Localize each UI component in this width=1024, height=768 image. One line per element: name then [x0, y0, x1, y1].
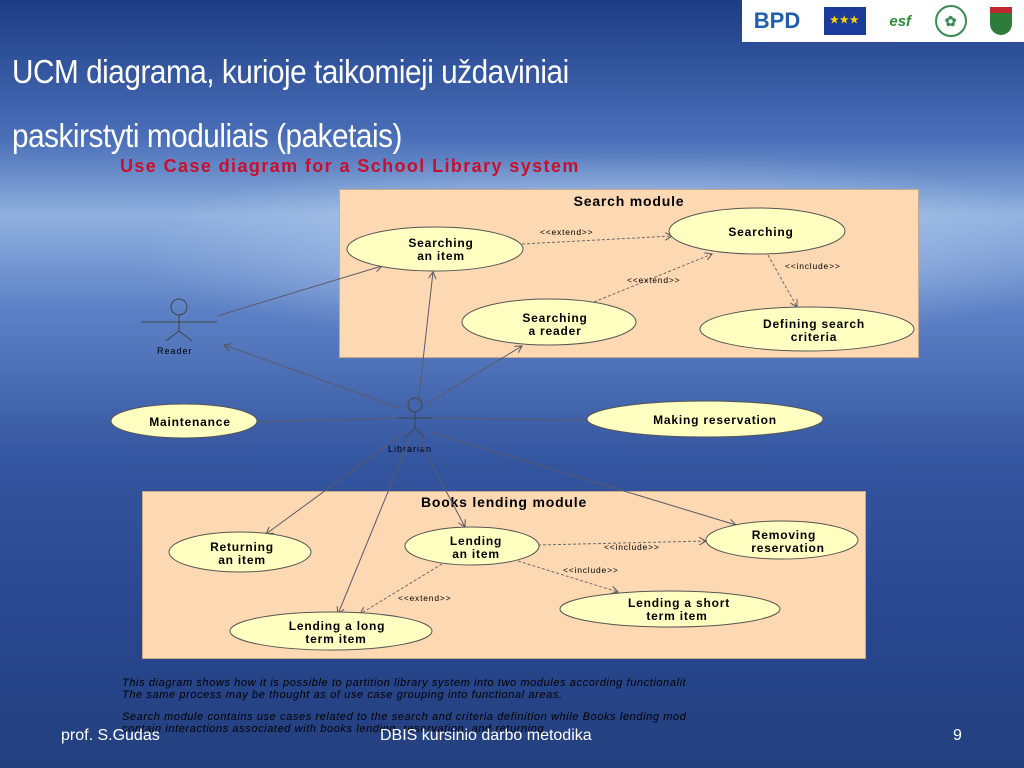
assoc-librarian-searching-item: [417, 272, 433, 406]
svg-text:an item: an item: [417, 249, 465, 263]
description-line-2: The same process may be thought as of us…: [122, 689, 563, 701]
assoc-librarian-returning: [266, 431, 406, 534]
svg-text:Making reservation: Making reservation: [653, 413, 777, 427]
include-label-2: <<include>>: [604, 542, 660, 552]
slide-title-line2: paskirstyti moduliais (paketais): [12, 117, 402, 154]
svg-text:Maintenance: Maintenance: [149, 415, 231, 429]
assoc-librarian-reader: [224, 345, 401, 409]
use-case-making-reservation: Making reservation: [586, 400, 824, 438]
page-number: 9: [953, 727, 962, 744]
svg-text:Lending: Lending: [450, 534, 502, 548]
bpd-logo: BPD: [753, 8, 801, 33]
assoc-librarian-maintenance: [255, 417, 399, 423]
extend-label-3: <<extend>>: [398, 593, 451, 603]
svg-text:a reader: a reader: [528, 324, 581, 338]
svg-text:term item: term item: [305, 632, 366, 646]
svg-text:criteria: criteria: [791, 330, 837, 344]
svg-text:Returning: Returning: [210, 540, 274, 554]
lending-module-title: Books lending module: [420, 494, 588, 510]
svg-text:Defining search: Defining search: [763, 317, 865, 331]
extend-label-1: <<extend>>: [540, 227, 593, 237]
description-line-4: contain interactions associated with boo…: [122, 723, 548, 735]
slide-title: UCM diagrama, kurioje taikomieji uždavin…: [12, 40, 569, 168]
use-case-defining-criteria: Defining search criteria: [699, 306, 915, 352]
svg-text:Searching: Searching: [728, 225, 793, 239]
reader-actor: Reader: [141, 298, 217, 356]
include-label-3: <<include>>: [563, 565, 619, 575]
assoc-librarian-searching-reader: [424, 346, 522, 406]
use-case-searching-item: Searching an item: [346, 226, 524, 272]
use-case-searching: Searching: [668, 207, 846, 255]
dep-include-2: [537, 541, 706, 546]
diagram-title: Use Case diagram for a School Library sy…: [120, 156, 580, 176]
assoc-librarian-long-term: [338, 437, 411, 614]
reader-label: Reader: [157, 346, 193, 356]
use-case-lending-long: Lending a long term item: [229, 611, 433, 651]
footer-center: DBIS kursinio darbo metodika: [380, 727, 592, 744]
svg-text:Searching: Searching: [408, 236, 473, 250]
description-line-3: Search module contains use cases related…: [122, 711, 687, 723]
svg-text:Removing: Removing: [752, 528, 816, 542]
esf-logo: esf: [889, 12, 912, 30]
assoc-librarian-removing: [429, 431, 736, 525]
use-case-maintenance: Maintenance: [110, 403, 258, 439]
extend-label-2: <<extend>>: [627, 275, 680, 285]
search-module-title: Search module: [573, 193, 685, 209]
svg-text:Lending a long: Lending a long: [289, 619, 386, 633]
librarian-label: Librarian: [388, 444, 432, 454]
dep-extend-1: [521, 236, 672, 245]
svg-text:Searching: Searching: [522, 311, 587, 325]
svg-text:an item: an item: [218, 553, 266, 567]
sponsor-logos: BPD ★★★ esf ✿: [742, 0, 1024, 42]
use-case-lending-item: Lending an item: [404, 526, 540, 566]
assoc-librarian-lending: [417, 437, 465, 527]
coat-of-arms-logo: [990, 7, 1013, 35]
footer-author: prof. S.Gudas: [61, 727, 160, 744]
eu-flag-logo: ★★★: [823, 7, 866, 35]
svg-text:Lending a short: Lending a short: [628, 596, 730, 610]
slide-title-line1: UCM diagrama, kurioje taikomieji uždavin…: [12, 53, 569, 90]
use-case-lending-short: Lending a short term item: [559, 590, 781, 628]
svg-text:reservation: reservation: [751, 541, 825, 555]
seal-logo: ✿: [934, 5, 967, 37]
dep-extend-3: [360, 563, 443, 614]
include-label-1: <<include>>: [785, 261, 841, 271]
dep-extend-2: [593, 254, 712, 303]
assoc-librarian-reservation: [431, 417, 591, 421]
use-case-removing-reservation: Removing reservation: [705, 520, 859, 560]
use-case-searching-reader: Searching a reader: [461, 298, 637, 346]
librarian-actor: Librarian: [388, 397, 435, 454]
assoc-reader-searching-item: [216, 266, 382, 317]
dep-include-3: [517, 560, 618, 592]
svg-text:term item: term item: [646, 609, 707, 623]
use-case-returning-item: Returning an item: [168, 531, 312, 573]
description-line-1: This diagram shows how it is possible to…: [122, 677, 687, 689]
svg-text:an item: an item: [452, 547, 500, 561]
